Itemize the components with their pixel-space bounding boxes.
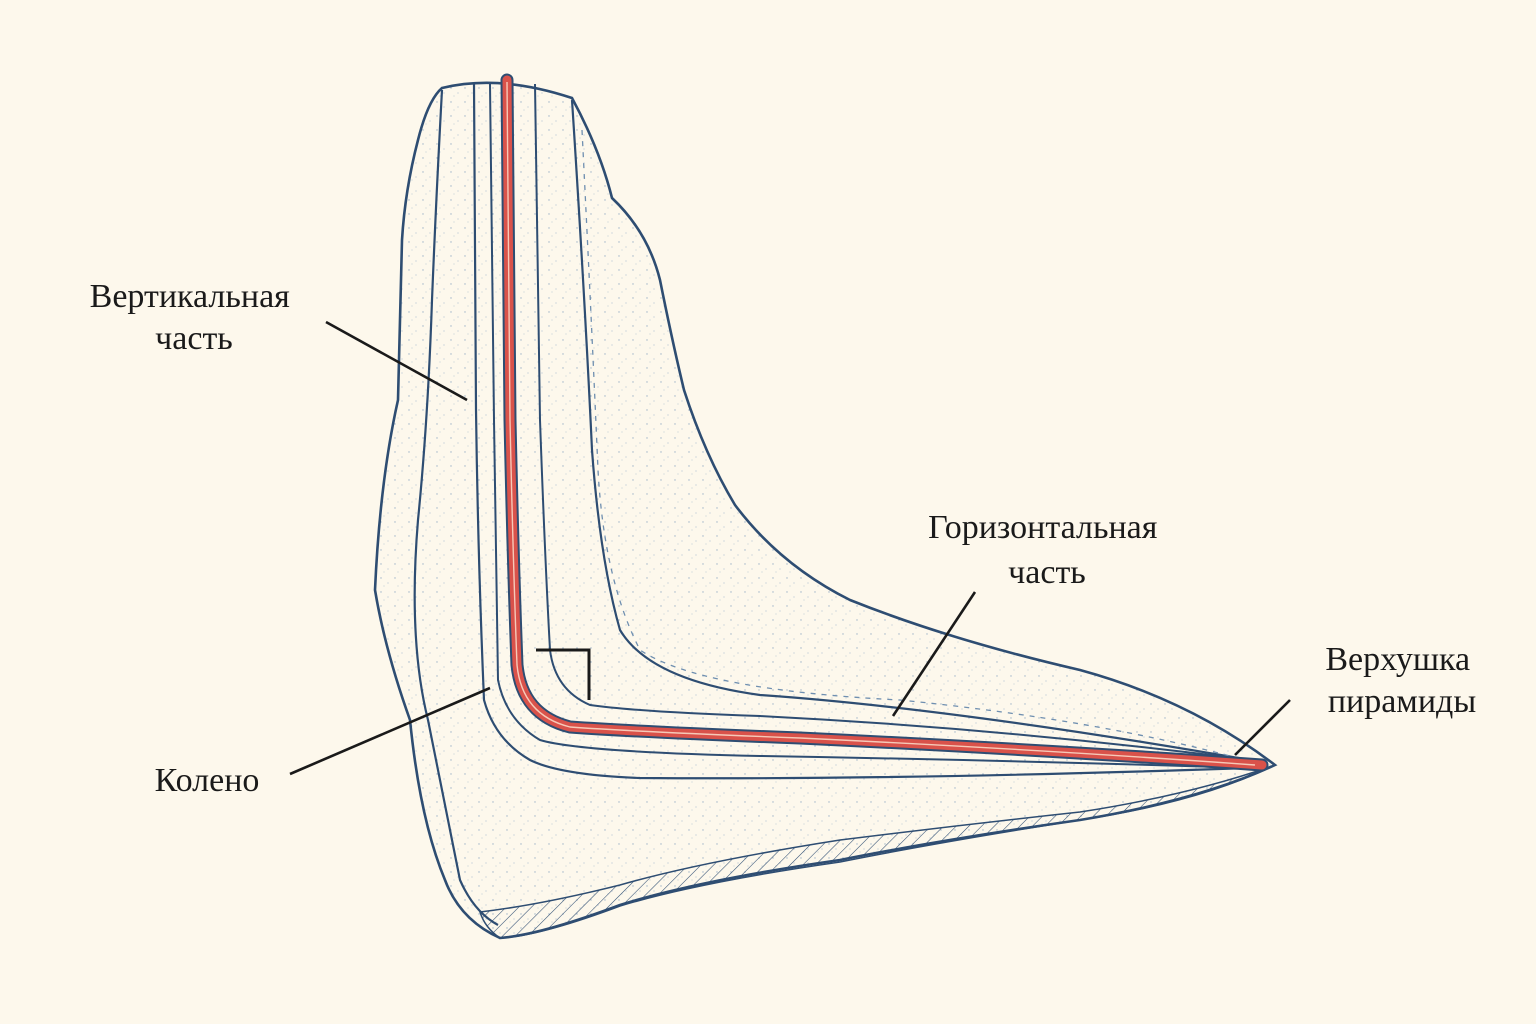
leader-horizontal: [891, 591, 977, 717]
label-apex: Верхушка пирамиды: [1325, 641, 1478, 720]
label-horizontal: Горизонтальная часть: [928, 509, 1166, 591]
leader-knee: [289, 686, 491, 776]
inner-contour-right: [570, 99, 1251, 762]
label-knee: Колено: [155, 762, 260, 799]
canal-wall-right: [534, 83, 1251, 761]
leader-apex: [1234, 699, 1291, 756]
leader-vertical: [325, 320, 468, 402]
inner-contour-left: [472, 83, 1251, 780]
dashed-contour: [581, 129, 1246, 761]
right-angle-marker: [536, 648, 591, 700]
label-vertical: Вертикальная часть: [90, 278, 299, 357]
canal-wall-left: [489, 83, 1251, 769]
hatched-edge: [479, 764, 1276, 939]
red-canal-highlight: [506, 81, 1256, 766]
inner-contour-outer: [413, 89, 499, 926]
